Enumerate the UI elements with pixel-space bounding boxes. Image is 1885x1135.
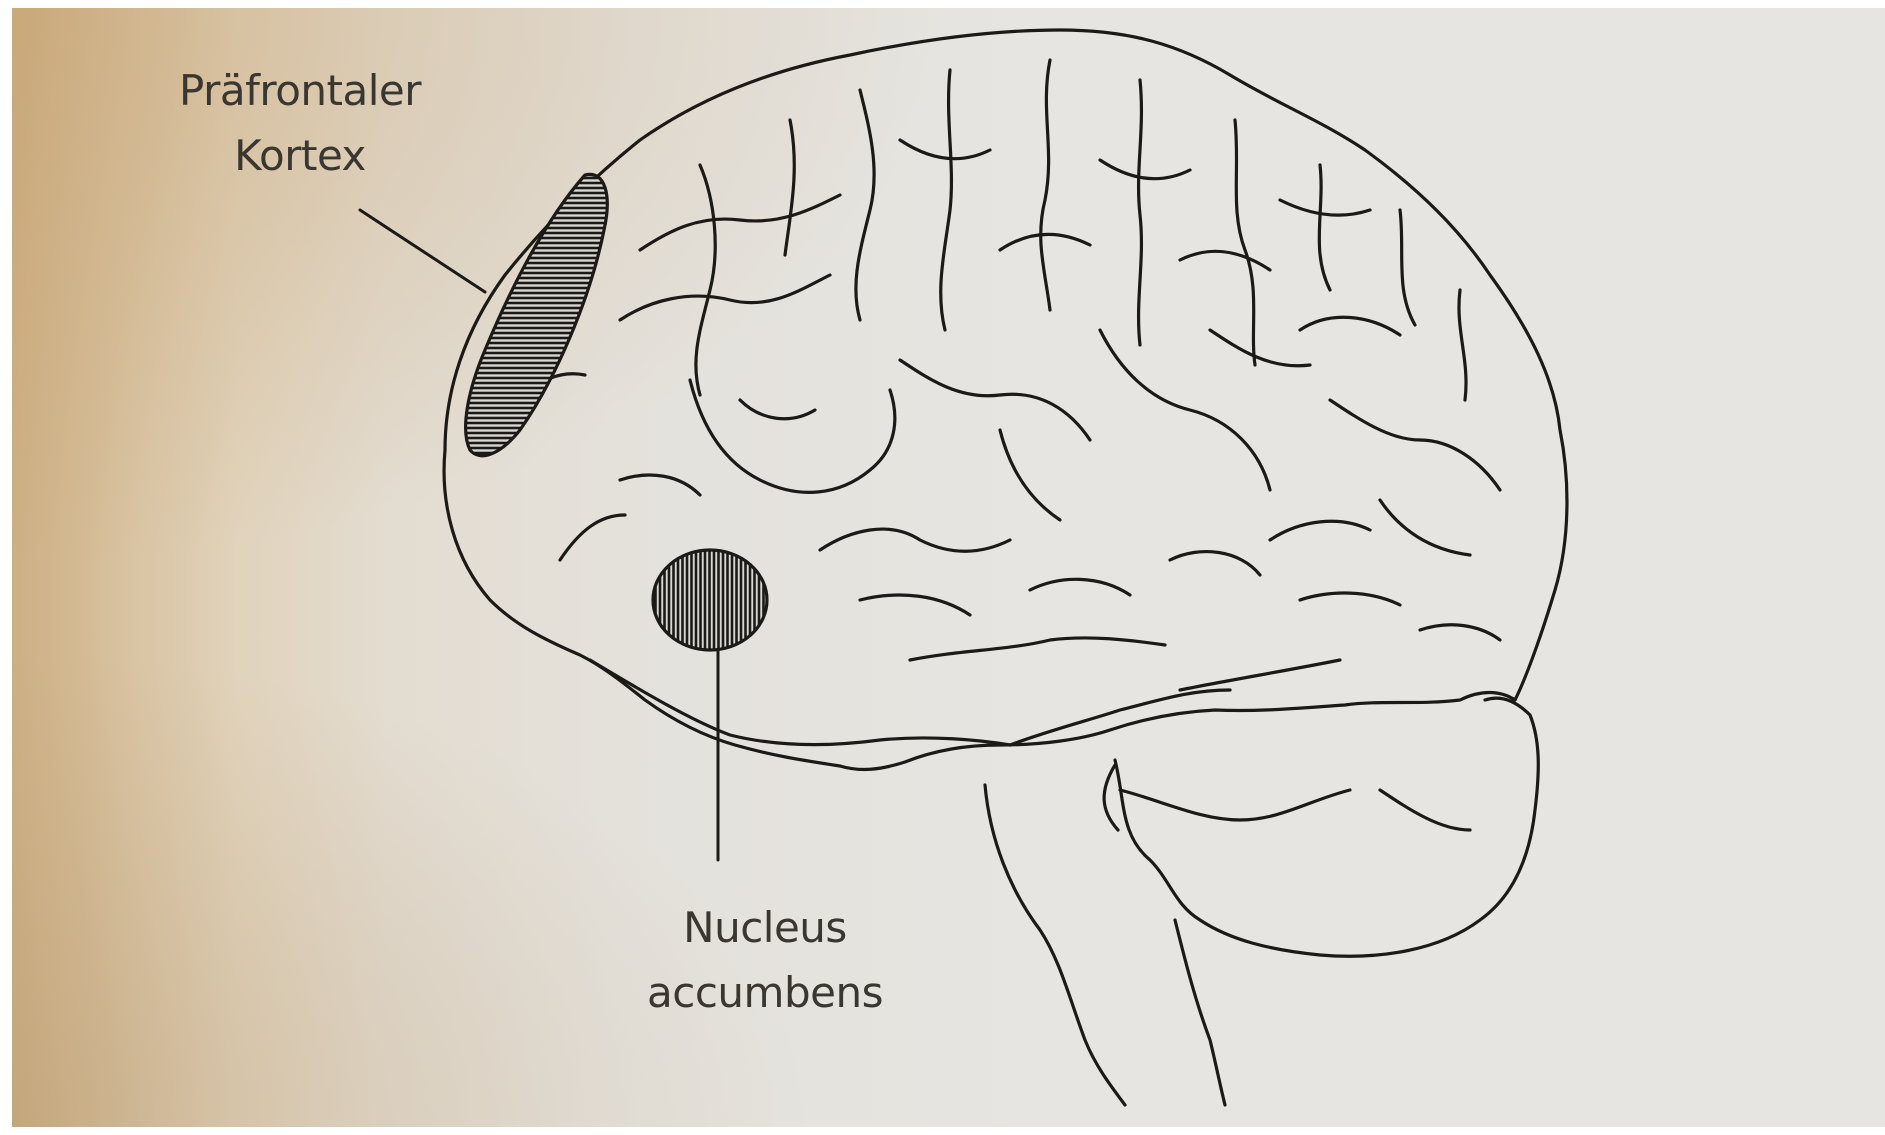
nucleus-accumbens-label-line1: Nucleus [600, 895, 930, 960]
cortex-outline [444, 30, 1567, 769]
nucleus-accumbens-label: Nucleus accumbens [600, 895, 930, 1025]
cerebellum-outline [1115, 698, 1538, 956]
brainstem-outline [985, 785, 1125, 1105]
pfc-leader-line [360, 210, 485, 292]
prefrontal-cortex-label-line1: Präfrontaler [150, 58, 450, 123]
nucleus-accumbens-label-line2: accumbens [600, 960, 930, 1025]
nucleus-accumbens-region [653, 550, 767, 650]
prefrontal-cortex-label: Präfrontaler Kortex [150, 58, 450, 188]
prefrontal-cortex-label-line2: Kortex [150, 123, 450, 188]
prefrontal-cortex-region [466, 174, 608, 455]
